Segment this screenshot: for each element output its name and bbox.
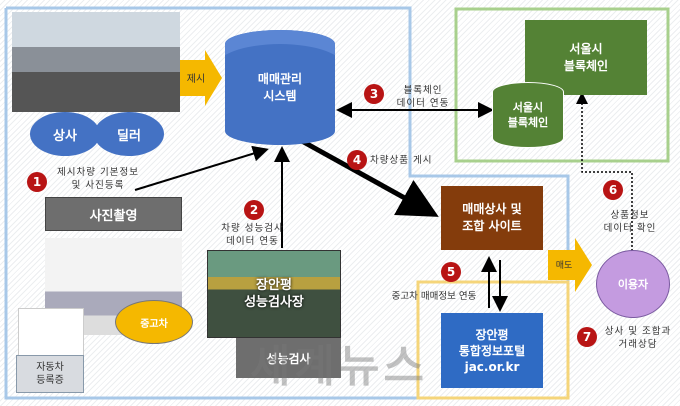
sale-arrow-label: 매도 (555, 261, 573, 271)
registration-label: 자동차 등록증 (16, 355, 84, 393)
step-6-badge: 6 (603, 180, 623, 200)
photo-shoot-label: 사진촬영 (45, 197, 182, 231)
used-car-ellipse: 중고차 (115, 300, 193, 344)
step-2-badge: 2 (244, 200, 264, 220)
step-5-badge: 5 (441, 262, 461, 282)
inspection-caption: 성능검사 (236, 338, 341, 378)
step-2-text: 차량 성능검사 데이터 연동 (221, 223, 284, 247)
sangsa-ellipse: 상사 (30, 112, 100, 156)
step-4-badge: 4 (347, 150, 367, 170)
step-3-badge: 3 (364, 84, 384, 104)
step-3-text: 블록체인 데이터 연동 (396, 85, 450, 109)
seoul-blockchain-db: 서울시 블록체인 (492, 82, 564, 148)
integrated-info-portal: 장안평 통합정보포털 jac.or.kr (441, 313, 543, 388)
step-7-badge: 7 (577, 327, 597, 347)
portal-url[interactable]: jac.or.kr (464, 359, 520, 374)
user-circle: 이용자 (596, 250, 670, 318)
step-1-text: 제시차량 기본정보 및 사진등록 (57, 167, 139, 191)
present-arrow-label: 제시 (186, 74, 206, 85)
dealer-photo (12, 12, 180, 112)
dealer-ellipse: 딜러 (94, 112, 164, 156)
portal-name: 장안평 통합정보포털 (458, 327, 526, 358)
trade-management-system: 매매관리 시스템 (225, 30, 335, 145)
step-7-text: 상사 및 조합과 거래상담 (604, 326, 672, 350)
registration-doc (18, 308, 84, 358)
step-1-badge: 1 (27, 172, 47, 192)
step-5-text: 중고차 매매정보 연동 (391, 291, 477, 302)
dealer-union-site: 매매상사 및 조합 사이트 (441, 186, 543, 250)
step-6-text: 상품정보 데이터 확인 (603, 210, 657, 234)
inspection-site-photo: 장안평 성능검사장 (207, 250, 341, 338)
step-4-text: 차량상품 게시 (370, 155, 433, 166)
watermark: 세계뉴스 (250, 341, 428, 392)
